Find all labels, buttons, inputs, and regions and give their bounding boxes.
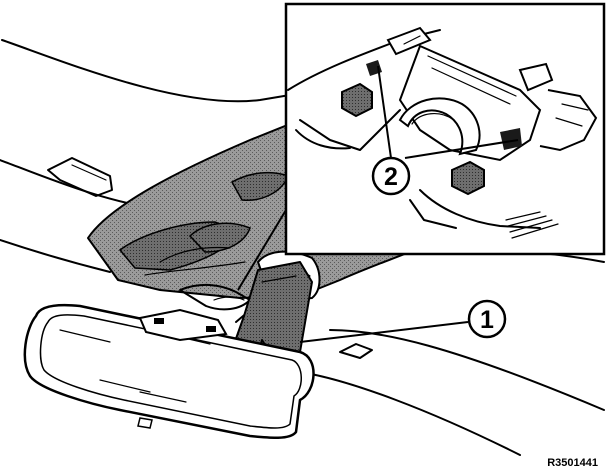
callout-1: 1: [467, 299, 507, 339]
vent-slots: [505, 211, 559, 239]
rearview-mirror: [23, 303, 315, 439]
detail-inset: [284, 2, 606, 256]
figure-reference-code: R3501441: [547, 457, 598, 469]
callout-2-label: 2: [384, 163, 398, 191]
callout-2: 2: [371, 156, 411, 196]
callout-1-label: 1: [480, 306, 494, 334]
leader-lines: [237, 65, 519, 343]
